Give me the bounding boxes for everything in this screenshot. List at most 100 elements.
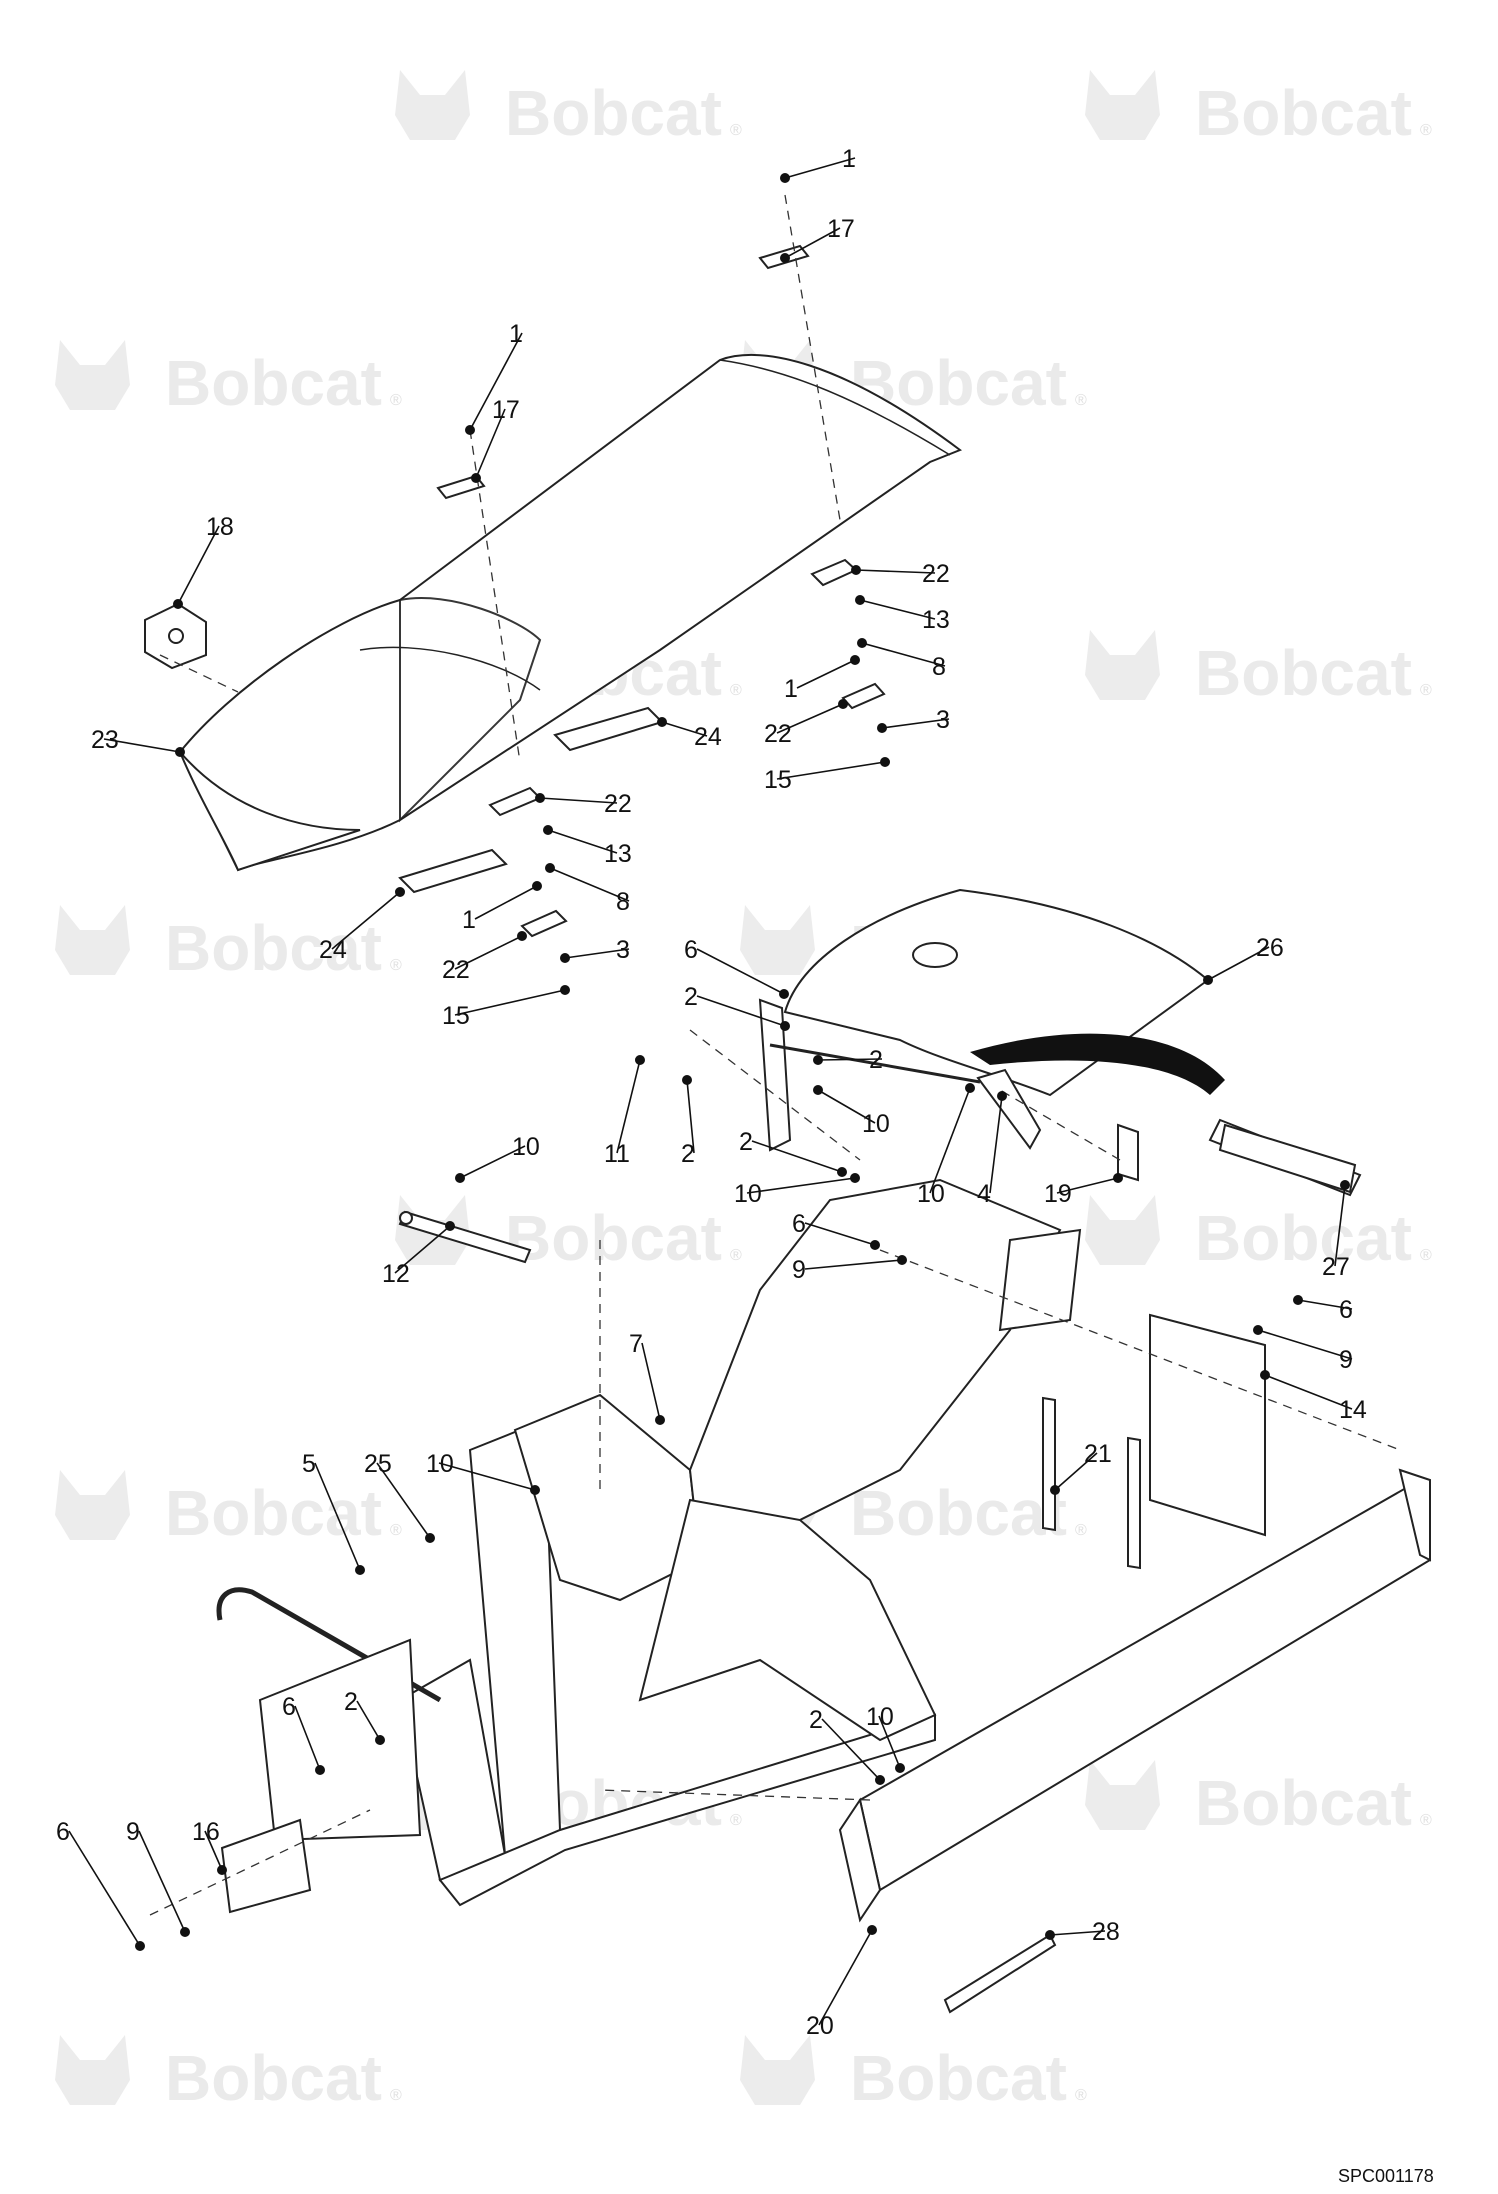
callout-label: 2 xyxy=(344,1688,358,1716)
leader-line xyxy=(474,885,538,920)
leader-line xyxy=(1049,1930,1106,1936)
leader-line xyxy=(821,1718,881,1781)
leader-line xyxy=(878,1715,901,1769)
bobcat-logo-icon xyxy=(55,340,130,410)
bobcat-watermark: Bobcat® xyxy=(740,2035,1087,2114)
leader-dot xyxy=(1253,1325,1263,1335)
callout-2: 2 xyxy=(684,983,790,1031)
callout-label: 21 xyxy=(1084,1440,1112,1468)
callout-label: 2 xyxy=(809,1706,823,1734)
roof-panel xyxy=(178,353,963,872)
leader-dot xyxy=(471,473,481,483)
leader-line xyxy=(1054,1452,1098,1491)
callout-label: 2 xyxy=(681,1140,695,1168)
callout-12: 12 xyxy=(382,1221,455,1288)
bobcat-logo-icon xyxy=(740,2035,815,2105)
callout-16: 16 xyxy=(192,1818,227,1875)
leader-dot xyxy=(837,1167,847,1177)
callout-8: 8 xyxy=(857,638,946,681)
callout-label: 8 xyxy=(932,653,946,681)
callout-label: 11 xyxy=(604,1140,630,1168)
leader-dot xyxy=(1113,1173,1123,1183)
callout-10: 10 xyxy=(917,1083,975,1208)
document-id: SPC001178 xyxy=(1338,2166,1434,2186)
callout-label: 12 xyxy=(382,1260,410,1288)
callout-6: 6 xyxy=(792,1210,880,1250)
leader-dot xyxy=(560,953,570,963)
callout-label: 22 xyxy=(604,790,632,818)
leader-line xyxy=(475,408,506,479)
callout-14: 14 xyxy=(1260,1370,1367,1424)
leader-line xyxy=(138,1830,186,1933)
callout-1: 1 xyxy=(465,320,523,435)
cover-16 xyxy=(220,1818,312,1914)
leader-dot xyxy=(965,1083,975,1093)
callout-label: 10 xyxy=(734,1180,762,1208)
svg-text:®: ® xyxy=(730,1812,742,1829)
callout-label: 1 xyxy=(784,675,798,703)
leader-dot xyxy=(850,1173,860,1183)
callout-21: 21 xyxy=(1050,1440,1112,1495)
leader-dot xyxy=(779,989,789,999)
watermark-text: Bobcat xyxy=(505,1202,722,1274)
callout-label: 22 xyxy=(442,956,470,984)
leader-line xyxy=(1334,1184,1346,1267)
callout-label: 24 xyxy=(694,723,722,751)
callout-13: 13 xyxy=(855,595,950,634)
callout-19: 19 xyxy=(1044,1173,1123,1208)
bobcat-watermark: Bobcat® xyxy=(55,905,402,984)
leader-dot xyxy=(530,1485,540,1495)
callout-label: 15 xyxy=(764,766,792,794)
callout-label: 3 xyxy=(936,706,950,734)
svg-text:®: ® xyxy=(1420,682,1432,699)
callout-7: 7 xyxy=(629,1330,665,1425)
callout-label: 6 xyxy=(792,1210,806,1238)
watermark-text: Bobcat xyxy=(1195,637,1412,709)
leader-line xyxy=(804,1259,903,1270)
leader-line xyxy=(394,1225,451,1274)
leader-dot xyxy=(657,717,667,727)
leader-line xyxy=(68,1830,141,1947)
leader-line xyxy=(1257,1329,1353,1360)
leader-dot xyxy=(465,425,475,435)
leader-dot xyxy=(780,253,790,263)
bobcat-logo-icon xyxy=(395,70,470,140)
leader-line xyxy=(989,1095,1003,1194)
leader-line xyxy=(539,797,618,804)
svg-text:®: ® xyxy=(1075,1522,1087,1539)
leader-dot xyxy=(543,825,553,835)
leader-line xyxy=(784,157,856,179)
svg-text:®: ® xyxy=(1075,2087,1087,2104)
callout-label: 24 xyxy=(319,936,347,964)
leader-line xyxy=(751,1140,843,1173)
leader-line xyxy=(549,867,630,902)
bobcat-logo-icon xyxy=(55,1470,130,1540)
bobcat-watermark: Bobcat ® xyxy=(1085,630,1432,709)
callout-6: 6 xyxy=(684,936,789,999)
callout-label: 19 xyxy=(1044,1180,1072,1208)
leader-line xyxy=(861,642,946,667)
callout-17: 17 xyxy=(471,396,520,483)
leader-line xyxy=(804,1222,876,1246)
callout-label: 9 xyxy=(792,1256,806,1284)
callout-label: 23 xyxy=(91,726,119,754)
callout-8: 8 xyxy=(545,863,630,916)
leader-line xyxy=(696,995,786,1027)
leader-dot xyxy=(813,1055,823,1065)
leader-dot xyxy=(1293,1295,1303,1305)
leader-dot xyxy=(517,931,527,941)
callout-label: 6 xyxy=(684,936,698,964)
callout-24: 24 xyxy=(657,717,722,751)
leader-line xyxy=(469,332,523,431)
leader-dot xyxy=(875,1775,885,1785)
leader-line xyxy=(776,761,886,780)
bobcat-watermark: Bobcat® xyxy=(395,1195,742,1274)
callout-15: 15 xyxy=(442,985,570,1030)
callout-28: 28 xyxy=(1045,1918,1120,1946)
callout-1: 1 xyxy=(784,655,860,703)
leader-dot xyxy=(535,793,545,803)
callout-label: 14 xyxy=(1339,1396,1367,1424)
callout-2: 2 xyxy=(739,1128,847,1177)
callout-6: 6 xyxy=(1293,1295,1353,1324)
leader-line xyxy=(1297,1299,1353,1310)
